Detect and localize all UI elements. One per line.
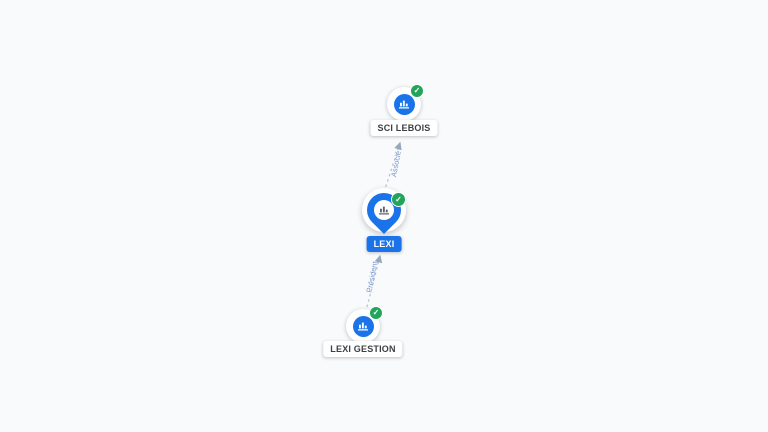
verified-badge-check-icon: ✓ [369,306,383,320]
node-label-sci-lebois[interactable]: SCI LEBOIS [370,120,438,136]
node-lexi-gestion[interactable]: ✓ [346,306,383,343]
bar-chart-company-icon [358,322,368,331]
node-label-lexi[interactable]: LEXI [366,236,402,252]
bar-chart-company-icon [379,206,389,215]
verified-badge-check-icon: ✓ [391,192,406,207]
node-label-lexi-gestion[interactable]: LEXI GESTION [323,341,403,357]
pin-inner-disc [374,200,394,220]
verified-badge-check-icon: ✓ [410,84,424,98]
node-sci-lebois[interactable]: ✓ [387,84,424,121]
bar-chart-company-icon [399,100,409,109]
company-disc [352,315,374,337]
node-lexi[interactable]: ✓ [359,185,409,242]
company-disc [393,93,415,115]
